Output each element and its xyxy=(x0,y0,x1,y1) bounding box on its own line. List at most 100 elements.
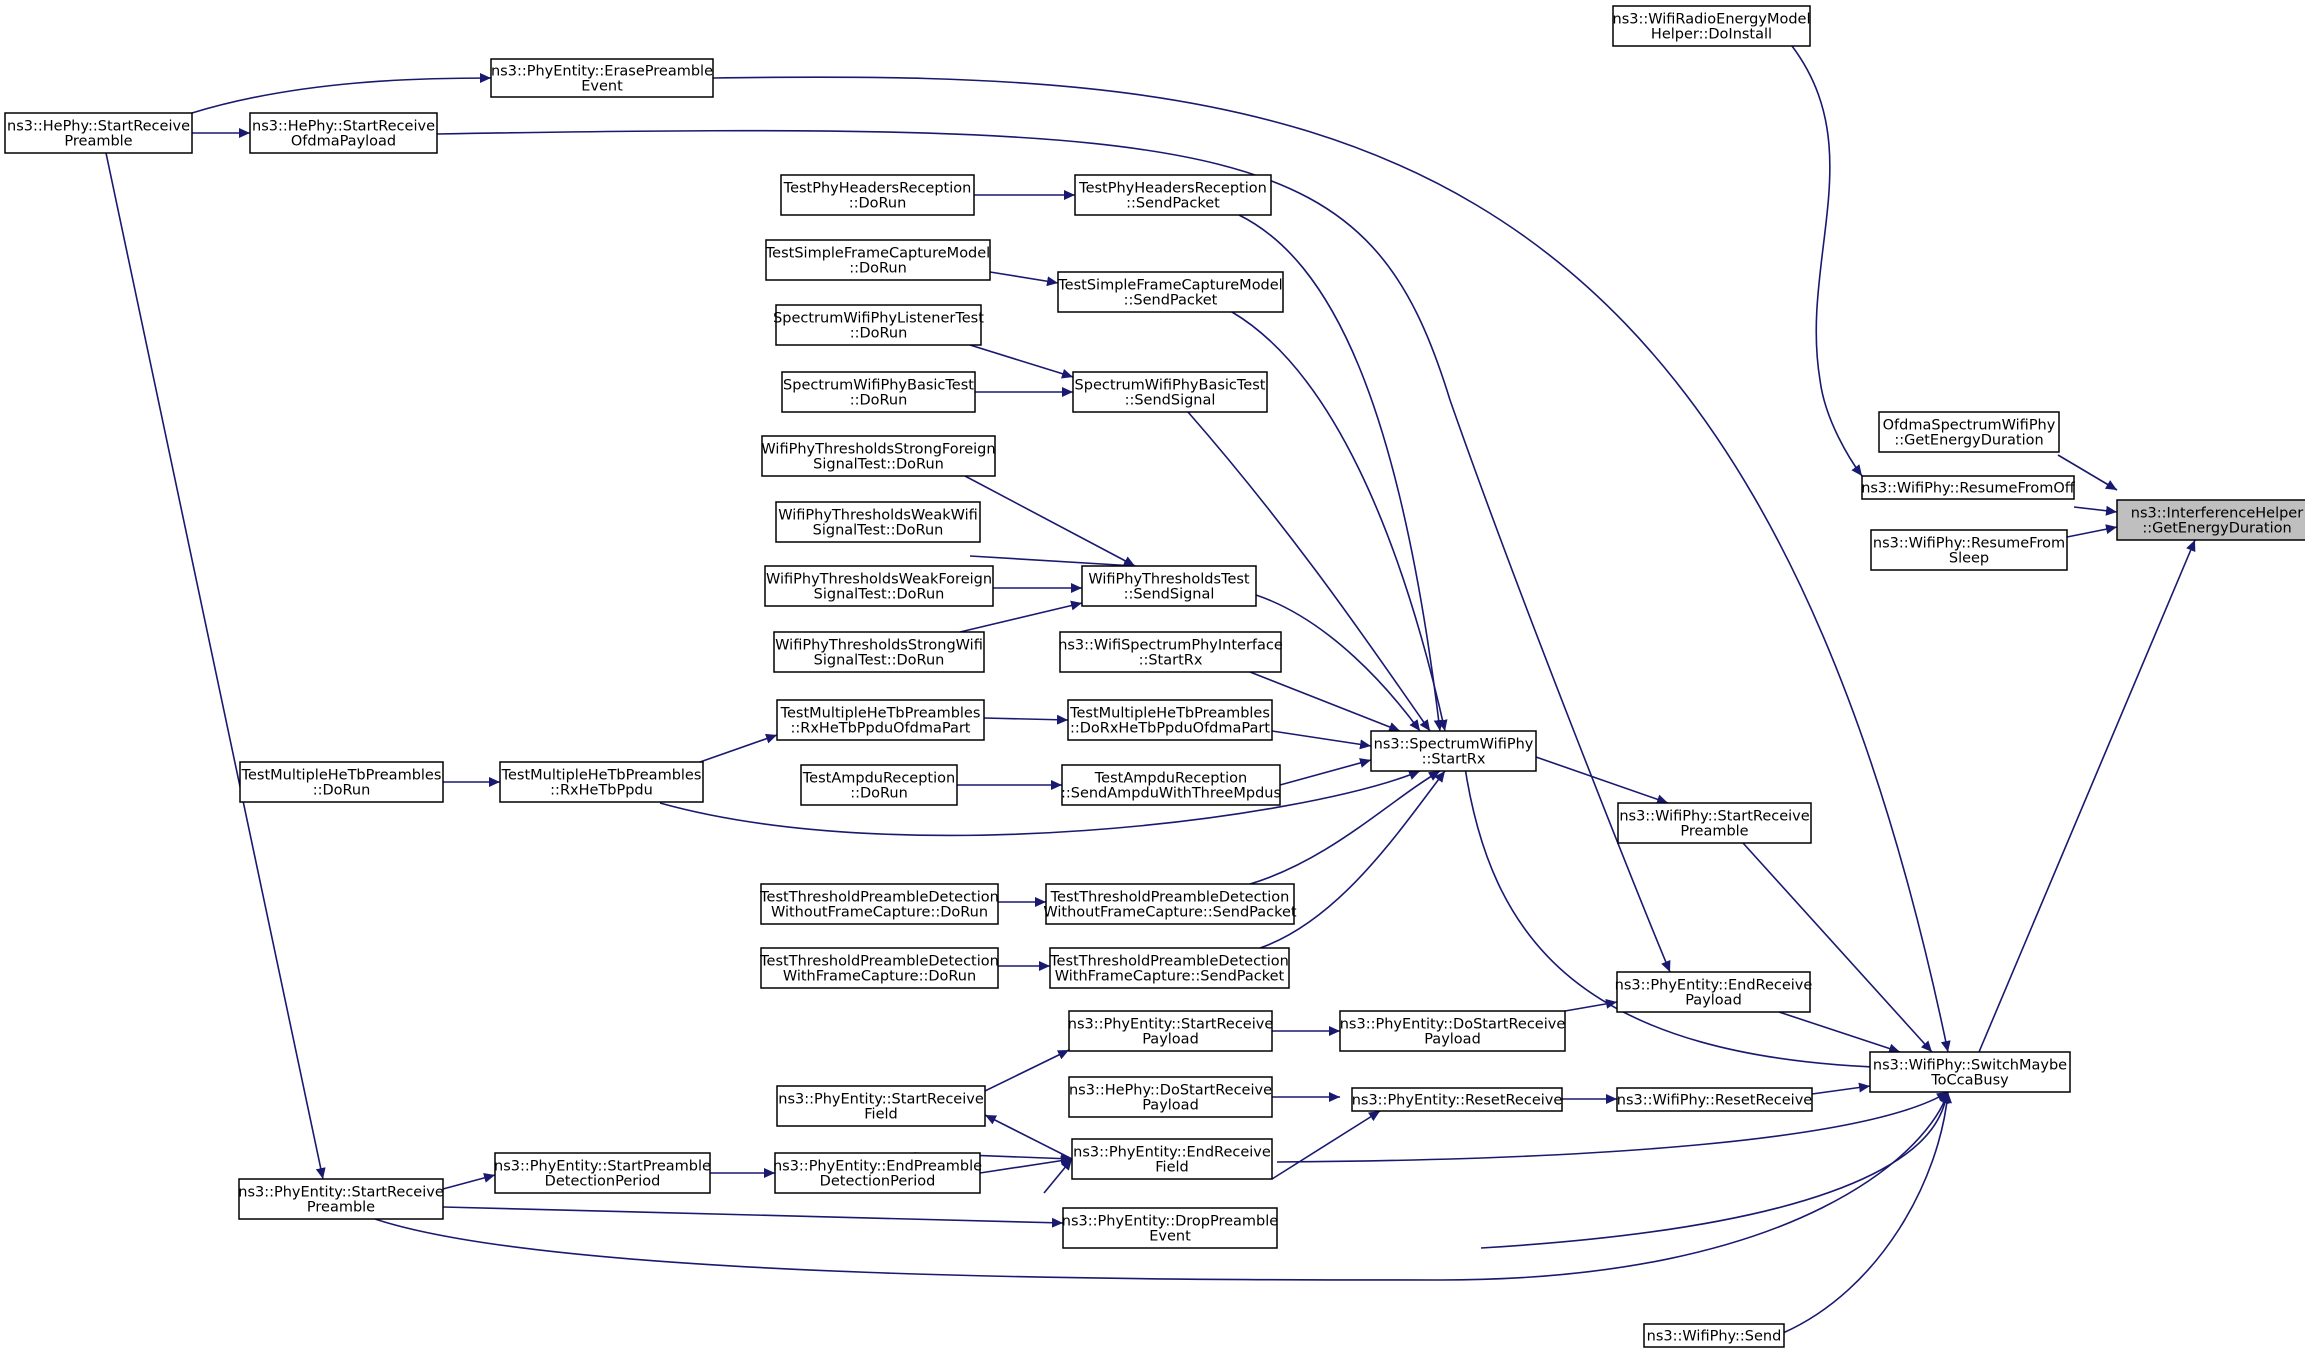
edge-path xyxy=(1811,1082,1871,1095)
node-label-line: ::SendPacket xyxy=(1126,196,1220,212)
node-label-line: SignalTest::DoRun xyxy=(814,653,945,669)
node-tmro[interactable]: TestMultipleHeTbPreambles::RxHeTbPpduOfd… xyxy=(776,699,985,741)
node-wtwf[interactable]: WifiPhyThresholdsWeakForeignSignalTest::… xyxy=(764,565,994,607)
node-pspd[interactable]: ns3::PhyEntity::StartPreambleDetectionPe… xyxy=(494,1152,711,1194)
node-pepd[interactable]: ns3::PhyEntity::EndPreambleDetectionPeri… xyxy=(773,1152,982,1194)
edge-path xyxy=(969,555,1136,571)
node-label-line: TestPhyHeadersReception xyxy=(783,181,972,197)
call-edge xyxy=(1249,671,1401,732)
node-label-line: DetectionPeriod xyxy=(820,1174,936,1190)
node-label-line: Helper::DoInstall xyxy=(1651,27,1772,43)
node-wre[interactable]: ns3::WifiRadioEnergyModelHelper::DoInsta… xyxy=(1612,5,1811,47)
node-pesr[interactable]: ns3::PhyEntity::ResetReceive xyxy=(1351,1087,1563,1112)
node-tsfd[interactable]: TestSimpleFrameCaptureModel::DoRun xyxy=(765,239,991,281)
node-wtww[interactable]: WifiPhyThresholdsWeakWifiSignalTest::DoR… xyxy=(775,501,981,543)
node-box xyxy=(1612,5,1811,47)
node-tsfs[interactable]: TestSimpleFrameCaptureModel::SendPacket xyxy=(1057,271,1284,313)
node-tpfs[interactable]: TestThresholdPreambleDetectionWithFrameC… xyxy=(1049,947,1290,989)
node-tmdr[interactable]: TestMultipleHeTbPreambles::DoRun xyxy=(239,761,444,803)
node-label-line: ::StartRx xyxy=(1422,752,1486,768)
call-edge xyxy=(1782,1091,1952,1334)
node-box xyxy=(773,631,985,673)
node-label-line: ns3::PhyEntity::DropPreamble xyxy=(1062,1214,1278,1230)
edge-path xyxy=(1231,311,1448,732)
node-ssr[interactable]: ns3::SpectrumWifiPhy::StartRx xyxy=(1370,730,1537,772)
node-rfo[interactable]: ns3::WifiPhy::ResumeFromOff xyxy=(1861,475,2076,500)
call-edge xyxy=(1276,1091,1949,1163)
node-swbd[interactable]: SpectrumWifiPhyBasicTest::DoRun xyxy=(781,371,976,413)
node-label-line: ns3::PhyEntity::ErasePreamble xyxy=(491,64,713,80)
node-ih[interactable]: ns3::InterferenceHelper::GetEnergyDurati… xyxy=(2116,499,2305,541)
node-swld[interactable]: SpectrumWifiPhyListenerTest::DoRun xyxy=(773,304,984,346)
node-tphd[interactable]: TestPhyHeadersReception::DoRun xyxy=(780,174,975,216)
call-edge xyxy=(1043,1158,1073,1194)
node-box xyxy=(775,304,982,346)
node-box xyxy=(1074,174,1272,216)
node-label-line: ns3::PhyEntity::DoStartReceive xyxy=(1340,1017,1566,1033)
node-box xyxy=(1617,802,1812,844)
edge-path xyxy=(1276,1091,1949,1163)
node-label-line: WifiPhyThresholdsWeakForeign xyxy=(766,572,992,588)
node-label-line: OfdmaSpectrumWifiPhy xyxy=(1883,418,2056,434)
node-tpfd[interactable]: TestThresholdPreambleDetectionWithFrameC… xyxy=(759,947,999,989)
call-edge xyxy=(699,733,778,763)
node-label-line: ::SendPacket xyxy=(1124,293,1218,309)
call-edge xyxy=(1463,760,1931,1093)
node-tard[interactable]: TestAmpduReception::DoRun xyxy=(800,764,958,806)
edge-path xyxy=(1187,411,1431,732)
node-wrr[interactable]: ns3::WifiPhy::ResetReceive xyxy=(1616,1087,1813,1112)
node-tars[interactable]: TestAmpduReception::SendAmpduWithThreeMp… xyxy=(1061,764,1281,806)
node-wtsw[interactable]: WifiPhyThresholdsStrongWifiSignalTest::D… xyxy=(773,631,985,673)
node-tphs[interactable]: TestPhyHeadersReception::SendPacket xyxy=(1074,174,1272,216)
node-box xyxy=(1861,475,2075,500)
node-box xyxy=(1616,1087,1813,1112)
node-swbs[interactable]: SpectrumWifiPhyBasicTest::SendSignal xyxy=(1072,371,1268,413)
node-label-line: WifiPhyThresholdsStrongWifi xyxy=(775,638,983,654)
node-box xyxy=(1061,764,1281,806)
node-tpws[interactable]: TestThresholdPreambleDetectionWithoutFra… xyxy=(1043,883,1297,925)
node-tpwd[interactable]: TestThresholdPreambleDetectionWithoutFra… xyxy=(759,883,999,925)
call-edge xyxy=(1811,1082,1871,1095)
edge-path xyxy=(1249,770,1441,885)
node-box xyxy=(776,1085,986,1127)
node-label-line: TestThresholdPreambleDetection xyxy=(1050,890,1290,906)
node-label-line: Payload xyxy=(1142,1032,1199,1048)
node-tmdo[interactable]: TestMultipleHeTbPreambles::DoRxHeTbPpduO… xyxy=(1067,699,1273,741)
node-label-line: ns3::PhyEntity::StartReceive xyxy=(1068,1017,1274,1033)
node-box xyxy=(1062,1207,1278,1249)
edge-path xyxy=(1271,1110,1381,1180)
node-label-line: TestSimpleFrameCaptureModel xyxy=(765,246,990,262)
node-label-line: TestMultipleHeTbPreambles xyxy=(501,768,702,784)
node-label-line: ToCcaBusy xyxy=(1930,1073,2009,1089)
node-osw[interactable]: OfdmaSpectrumWifiPhy::GetEnergyDuration xyxy=(1878,411,2060,453)
node-wtsf[interactable]: WifiPhyThresholdsStrongForeignSignalTest… xyxy=(761,435,996,477)
node-wsend[interactable]: ns3::WifiPhy::Send xyxy=(1643,1323,1785,1348)
node-box xyxy=(1068,1010,1273,1052)
call-edge xyxy=(1564,998,1618,1012)
node-label-line: TestAmpduReception xyxy=(802,771,955,787)
node-label-line: Payload xyxy=(1685,993,1742,1009)
edge-path xyxy=(2073,505,2118,516)
node-tmrx[interactable]: TestMultipleHeTbPreambles::RxHeTbPpdu xyxy=(499,761,704,803)
node-wspi[interactable]: ns3::WifiSpectrumPhyInterface::StartRx xyxy=(1058,631,1283,673)
node-label-line: Field xyxy=(1155,1160,1188,1176)
node-wtss[interactable]: WifiPhyThresholdsTest::SendSignal xyxy=(1081,565,1257,607)
node-label-line: WifiPhyThresholdsTest xyxy=(1088,572,1250,588)
node-label-line: OfdmaPayload xyxy=(291,134,396,150)
node-box xyxy=(1870,529,2068,571)
node-box xyxy=(1068,1076,1273,1118)
